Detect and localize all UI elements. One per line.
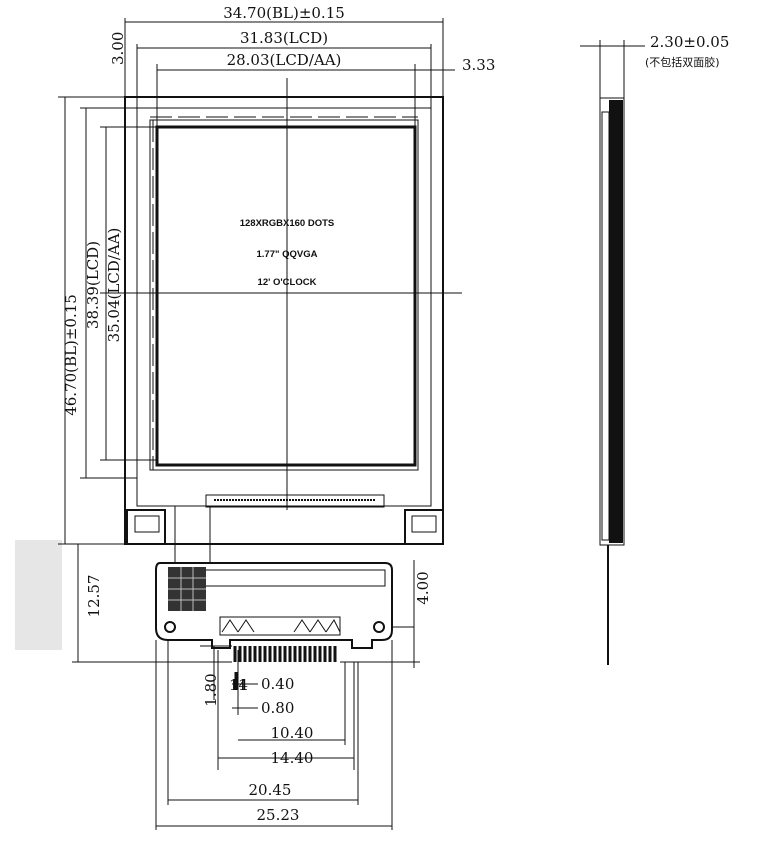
driver-ic-strip xyxy=(205,494,385,508)
dim-span-a: 10.40 xyxy=(271,724,314,742)
dim-lcd-height: 38.39(LCD) xyxy=(84,241,102,329)
dim-fpc-height: 12.57 xyxy=(85,575,103,618)
dim-right-offset: 3.33 xyxy=(462,56,495,74)
mount-tab-left xyxy=(126,509,166,545)
backlight-frame xyxy=(124,96,444,545)
gold-fingers xyxy=(233,646,337,662)
mount-tab-right xyxy=(404,509,444,545)
fpc-dimension-lines xyxy=(155,560,420,830)
fpc-hole-right xyxy=(373,621,385,633)
mount-tab-right-hole xyxy=(411,515,437,533)
fpc-trace-strip xyxy=(204,569,386,587)
side-module-outline xyxy=(599,97,625,546)
dim-span-c: 20.45 xyxy=(249,781,292,799)
viewing-direction-label: 12' O'CLOCK xyxy=(258,277,317,288)
dim-side-thickness: 2.30±0.05 xyxy=(650,33,729,51)
side-glass-layer xyxy=(609,100,623,543)
dim-bl-height: 46.70(BL)±0.15 xyxy=(62,294,80,416)
dim-span-d: 25.23 xyxy=(257,806,300,824)
stiffener-pad-row xyxy=(219,616,341,636)
dim-pin-pitch: 0.80 xyxy=(261,699,294,717)
pin-1-mark: 1 xyxy=(238,676,248,694)
screen-resolution-label: 128XRGBX160 DOTS xyxy=(240,218,335,229)
dim-pin-width: 0.40 xyxy=(261,675,294,693)
fpc-board-outline xyxy=(155,562,393,649)
fpc-neck xyxy=(174,506,211,563)
dim-top-offset: 3.00 xyxy=(109,32,127,65)
side-view xyxy=(580,40,645,665)
screen-size-label: 1.77" QQVGA xyxy=(257,249,318,260)
side-thickness-note: (不包括双面胶) xyxy=(645,55,720,69)
top-dimension-lines xyxy=(124,18,455,127)
dim-aa-width: 28.03(LCD/AA) xyxy=(227,51,342,69)
dim-fpc-right-offset: 4.00 xyxy=(414,571,432,604)
lcd-glass-outline xyxy=(136,107,432,507)
side-glass-gap xyxy=(601,111,610,541)
left-dimension-lines xyxy=(58,96,232,663)
dim-pin-height: 1.80 xyxy=(202,673,220,706)
mount-tab-left-hole xyxy=(134,515,160,533)
dim-lcd-width: 31.83(LCD) xyxy=(240,29,328,47)
grey-tab-mark xyxy=(15,540,62,650)
pin-14-mark: 14 xyxy=(229,676,248,694)
dim-span-b: 14.40 xyxy=(271,749,314,767)
dim-aa-height: 35.04(LCD/AA) xyxy=(105,228,123,343)
fpc-connector-grid xyxy=(168,567,206,611)
active-area xyxy=(155,125,417,467)
stiffener-pad-triangles xyxy=(221,619,341,633)
dim-bl-width: 34.70(BL)±0.15 xyxy=(223,4,345,22)
fpc-hole-left xyxy=(164,621,176,633)
front-view: 128XRGBX160 DOTS 1.77" QQVGA 12' O'CLOCK… xyxy=(100,78,462,694)
lcd-inner-outline xyxy=(149,119,419,471)
